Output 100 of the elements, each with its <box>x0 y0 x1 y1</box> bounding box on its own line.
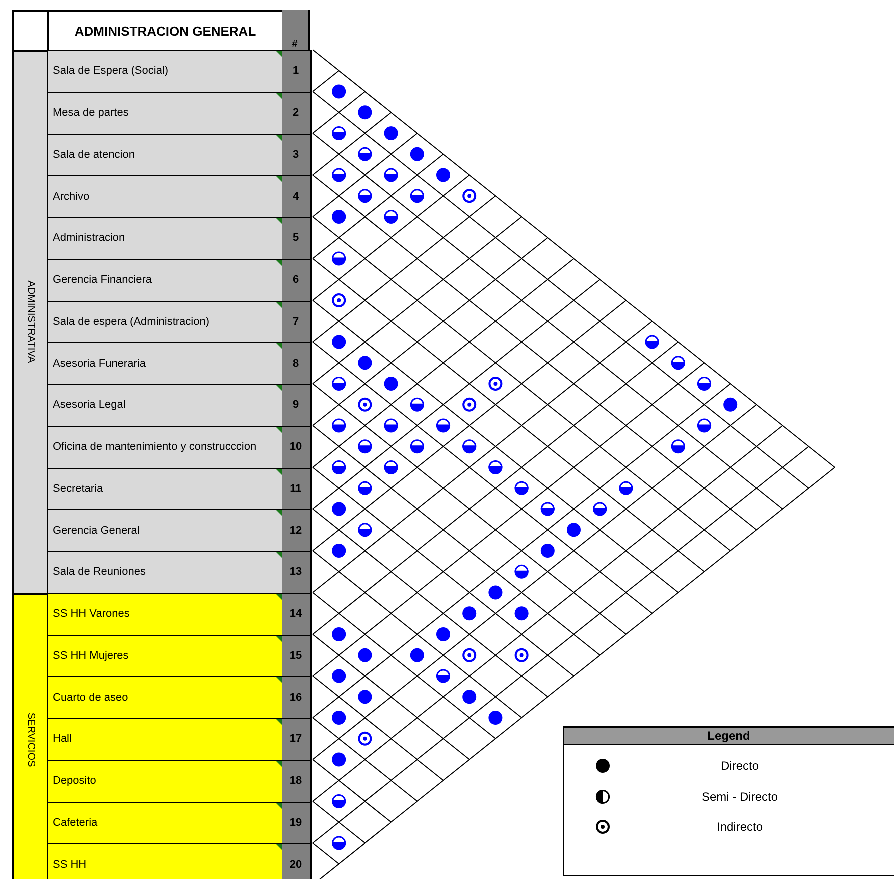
half-filled-dot-mark <box>514 564 529 579</box>
solid-dot-mark <box>488 711 503 725</box>
row-number: 20 <box>282 843 310 879</box>
row-number: 7 <box>282 300 310 342</box>
solid-dot-mark <box>384 126 398 140</box>
row-number: 14 <box>282 592 310 634</box>
room-row: SS HH Mujeres <box>47 634 282 676</box>
solid-dot-mark <box>332 544 346 558</box>
dotted-ring-mark <box>358 732 372 746</box>
row-number: 3 <box>282 134 310 176</box>
half-filled-dot-mark <box>540 502 555 516</box>
half-filled-dot-mark <box>410 189 424 204</box>
room-row: Sala de Espera (Social) <box>47 50 282 92</box>
solid-dot-mark <box>332 335 346 350</box>
half-filled-dot-mark <box>384 210 398 224</box>
half-filled-dot-mark <box>332 418 346 433</box>
solid-dot-mark <box>332 628 346 642</box>
solid-dot-mark <box>358 106 372 120</box>
group-title: ADMINISTRATIVA <box>25 281 36 364</box>
half-filled-dot-mark <box>358 481 372 496</box>
row-number: 10 <box>282 426 310 468</box>
row-number: 17 <box>282 718 310 760</box>
solid-dot-mark <box>332 84 346 99</box>
half-filled-dot-mark <box>332 168 346 182</box>
solid-dot-mark <box>724 398 738 412</box>
solid-dot-mark <box>332 752 346 767</box>
half-filled-dot-mark <box>514 481 529 496</box>
half-filled-dot-mark <box>332 836 346 850</box>
solid-dot-mark <box>358 648 372 662</box>
room-row: Sala de Reuniones <box>47 551 282 593</box>
half-filled-dot-mark <box>332 376 346 392</box>
solid-dot-mark <box>540 544 555 558</box>
solid-dot-mark <box>436 168 450 182</box>
solid-dot-mark <box>462 690 477 704</box>
half-filled-dot-mark <box>332 794 346 809</box>
solid-dot-mark <box>332 711 346 725</box>
row-number: 6 <box>282 258 310 300</box>
half-filled-dot-mark <box>410 440 424 454</box>
row-number: 5 <box>282 217 310 259</box>
room-row: Gerencia Financiera <box>47 258 282 300</box>
legend-text: Indirecto <box>716 819 764 835</box>
half-filled-dot-mark <box>384 418 398 433</box>
room-row: Secretaria <box>47 468 282 510</box>
row-number: 11 <box>282 468 310 510</box>
half-filled-dot-mark <box>332 252 346 266</box>
room-row: Sala de espera (Administracion) <box>47 300 282 342</box>
dotted-ring-mark <box>332 294 346 308</box>
row-number: 2 <box>282 92 310 134</box>
half-filled-dot-mark <box>671 356 686 370</box>
half-filled-dot-mark <box>410 398 424 412</box>
half-filled-dot-mark <box>697 376 712 392</box>
room-row: Sala de atencion <box>47 134 282 176</box>
room-row: Asesoria Legal <box>47 384 282 426</box>
row-number: 16 <box>282 676 310 718</box>
half-filled-dot-mark <box>384 460 398 475</box>
solid-dot-mark <box>332 502 346 516</box>
dotted-ring-mark <box>358 398 372 412</box>
row-number: 4 <box>282 175 310 217</box>
legend-heading: Legend <box>564 728 894 745</box>
room-row: Oficina de mantenimiento y construcccion <box>47 426 282 468</box>
half-filled-dot-mark <box>436 669 451 684</box>
half-filled-dot-mark <box>358 523 372 538</box>
solid-dot-mark <box>384 377 398 391</box>
group-band <box>12 50 47 593</box>
solid-dot-mark <box>436 628 450 642</box>
half-filled-dot-mark <box>462 440 477 454</box>
half-filled-dot-mark <box>332 126 346 141</box>
half-filled-dot-mark <box>436 418 451 433</box>
solid-dot-mark <box>358 690 372 704</box>
row-number: 12 <box>282 509 310 551</box>
legend-text: Directo <box>720 758 760 774</box>
half-filled-dot-mark <box>697 418 712 433</box>
row-number: 19 <box>282 802 310 844</box>
half-filled-dot-mark <box>384 168 398 182</box>
solid-dot-mark <box>567 523 581 538</box>
solid-dot-mark <box>410 147 424 162</box>
dotted-ring-mark <box>488 377 503 391</box>
room-row: Gerencia General <box>47 509 282 551</box>
dotted-ring-mark <box>462 648 477 662</box>
room-row: Cuarto de aseo <box>47 676 282 718</box>
half-filled-dot-mark <box>358 440 372 454</box>
half-filled-dot-mark <box>358 189 372 204</box>
group-title: SERVICIOS <box>25 712 36 768</box>
row-number: 1 <box>282 50 310 92</box>
room-row: SS HH <box>47 843 282 879</box>
half-filled-dot-mark <box>671 440 686 454</box>
half-filled-dot-mark <box>358 147 372 162</box>
room-row: SS HH Varones <box>47 592 282 634</box>
column-heading: # <box>291 38 299 50</box>
half-filled-dot-mark <box>593 502 608 516</box>
solid-dot-mark <box>332 210 346 224</box>
row-number: 13 <box>282 551 310 593</box>
row-number: 8 <box>282 342 310 384</box>
dotted-ring-mark <box>514 648 529 662</box>
room-row: Administracion <box>47 217 282 259</box>
half-filled-dot-mark <box>332 460 346 475</box>
row-number: 15 <box>282 634 310 676</box>
half-filled-dot-mark <box>619 481 634 496</box>
room-row: Hall <box>47 718 282 760</box>
solid-dot-mark <box>514 606 529 621</box>
